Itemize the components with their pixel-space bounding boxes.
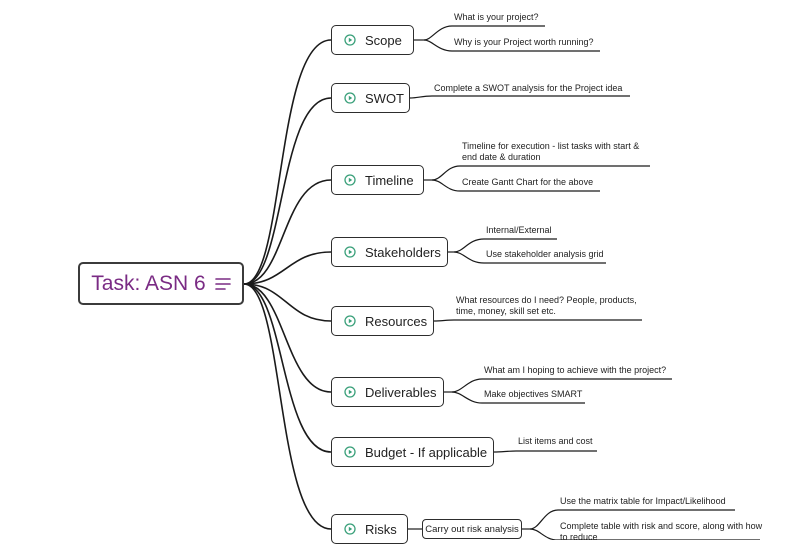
connector-stakeholders bbox=[243, 251, 332, 285]
connector-budget bbox=[243, 283, 332, 453]
topic-label: Risks bbox=[365, 521, 397, 537]
topic-label: Timeline bbox=[365, 172, 414, 188]
topic-label: Budget - If applicable bbox=[365, 444, 488, 460]
play-circle-icon[interactable] bbox=[344, 92, 356, 104]
leaf-text: What am I hoping to achieve with the pro… bbox=[484, 365, 667, 375]
subtopic-label: Carry out risk analysis bbox=[425, 523, 519, 535]
leaf-text: Create Gantt Chart for the above bbox=[462, 177, 594, 187]
leaf-text: Internal/External bbox=[486, 225, 552, 235]
connector-swot bbox=[243, 97, 332, 285]
topic-timeline[interactable]: Timeline bbox=[331, 165, 424, 195]
topic-label: SWOT bbox=[365, 90, 404, 106]
subtopic-risk-analysis[interactable]: Carry out risk analysis bbox=[422, 519, 522, 539]
connector-risks bbox=[243, 283, 332, 530]
topic-label: Resources bbox=[365, 313, 428, 329]
central-title: Task: ASN 6 bbox=[91, 271, 206, 295]
play-circle-icon[interactable] bbox=[344, 523, 356, 535]
leaf-text: Complete a SWOT analysis for the Project… bbox=[434, 83, 623, 93]
topic-scope[interactable]: Scope bbox=[331, 25, 414, 55]
leaf-text: What resources do I need? People, produc… bbox=[456, 295, 637, 316]
topic-label: Stakeholders bbox=[365, 244, 441, 260]
connector-scope bbox=[243, 39, 332, 285]
topic-deliverables[interactable]: Deliverables bbox=[331, 377, 444, 407]
leaf-text: Timeline for execution - list tasks with… bbox=[462, 141, 640, 162]
topic-swot[interactable]: SWOT bbox=[331, 83, 410, 113]
notes-icon[interactable] bbox=[214, 277, 231, 291]
connector-deliverables bbox=[243, 283, 332, 393]
leaf-text: Why is your Project worth running? bbox=[454, 37, 594, 47]
leaf-text: Make objectives SMART bbox=[484, 389, 583, 399]
play-circle-icon[interactable] bbox=[344, 315, 356, 327]
connector-resources bbox=[243, 283, 332, 322]
connector-timeline bbox=[243, 179, 332, 285]
leaf-text: Complete table with risk and score, alon… bbox=[560, 521, 763, 542]
leaf-text: What is your project? bbox=[454, 12, 539, 22]
play-circle-icon[interactable] bbox=[344, 246, 356, 258]
leaf-text: Use the matrix table for Impact/Likeliho… bbox=[560, 496, 726, 506]
play-circle-icon[interactable] bbox=[344, 386, 356, 398]
central-topic[interactable]: Task: ASN 6 bbox=[78, 262, 244, 305]
topic-budget[interactable]: Budget - If applicable bbox=[331, 437, 494, 467]
play-circle-icon[interactable] bbox=[344, 174, 356, 186]
play-circle-icon[interactable] bbox=[344, 34, 356, 46]
topic-label: Deliverables bbox=[365, 384, 437, 400]
topic-resources[interactable]: Resources bbox=[331, 306, 434, 336]
topic-stakeholders[interactable]: Stakeholders bbox=[331, 237, 448, 267]
leaf-text: Use stakeholder analysis grid bbox=[486, 249, 604, 259]
play-circle-icon[interactable] bbox=[344, 446, 356, 458]
leaf-text: List items and cost bbox=[518, 436, 593, 446]
topic-label: Scope bbox=[365, 32, 402, 48]
topic-risks[interactable]: Risks bbox=[331, 514, 408, 544]
